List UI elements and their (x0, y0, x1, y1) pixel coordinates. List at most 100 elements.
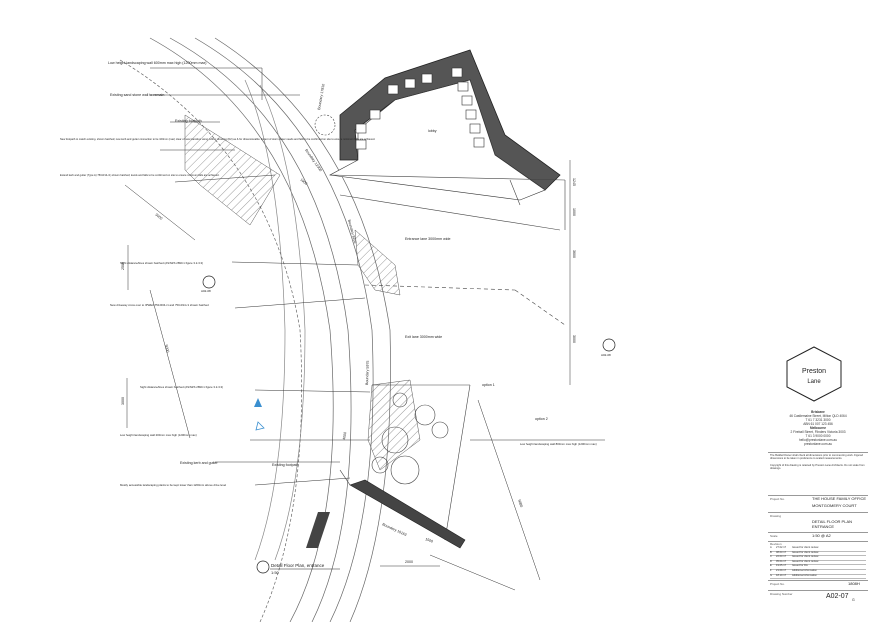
label-sight-distance-2: Sight distance/lines shown hatched (AS/N… (140, 385, 223, 389)
revision-cell: F (770, 569, 772, 572)
label-boundary-top: Boundary 17810 (317, 83, 326, 110)
label-option-2: option 2 (535, 417, 548, 421)
label-section-ref-1: A02-08 (201, 289, 211, 293)
drawing-revision: G (852, 598, 855, 602)
label-exit-lane: Exit lane 3000mm wide (405, 335, 442, 339)
revision-cell: E (770, 564, 772, 568)
revision-cell: Issued for client review (792, 559, 819, 563)
label-entrance-lane: Entrance lane 3000mm wide (405, 237, 451, 241)
office-addresses: Brisbane 46 Castlemaine Street, Milton Q… (789, 410, 847, 446)
landscaping-wall (306, 469, 466, 549)
label-existing-kerb: Existing kerb and gutter (180, 461, 219, 465)
revision-label: Revision (770, 542, 782, 546)
label-boundary-bottom: Boundary 10163 (382, 522, 408, 537)
revision-cell: Issued for client review (792, 550, 819, 554)
revision-cell: 22.03.17 (776, 555, 787, 559)
dim-3600: 3600 (572, 250, 576, 258)
dim-5680: 5680 (517, 499, 523, 508)
label-existing-sand-stone: Existing sand stone wall to remain (110, 93, 164, 97)
svg-text:Lane: Lane (807, 379, 821, 385)
revision-cell: B (770, 550, 772, 554)
leader-lines (150, 67, 605, 486)
project-label: Project No. (770, 497, 785, 501)
drawing-label: Drawing (770, 514, 782, 518)
label-boundary-mid: Boundary 8200 (347, 219, 357, 244)
driveway-lines (329, 174, 566, 541)
label-option-1: option 1 (482, 383, 495, 387)
label-new-driveway: New driveway cross over to IPWEA 750-R04… (110, 303, 209, 307)
label-extend-kerb: Extend kerb and gutter (Type A) 750-R14-… (60, 173, 220, 177)
revision-cell: 19.05.17 (776, 564, 787, 568)
drawing-no-label: Drawing Number (770, 592, 793, 596)
dimension-lines (124, 160, 571, 591)
lobby-building (329, 49, 561, 201)
label-existing-footpath: Existing footpath (175, 119, 202, 123)
dim-1500: 1500 (425, 537, 434, 543)
dim-1000: 1000 (572, 208, 576, 216)
copyright-note: The Builder/Owner shall check all dimens… (770, 454, 863, 460)
revision-row: E 19.05.17 Issued for DA (770, 564, 866, 570)
revision-cell: Additional information (792, 569, 817, 572)
landscaping-trees (314, 114, 449, 485)
dim-2500: 2500 (121, 262, 125, 270)
project-no-label: Project No. (770, 582, 785, 586)
revision-cell: 27.02.17 (776, 546, 787, 549)
revision-cell: Issued for client review (792, 546, 819, 549)
drawing-number: A02-07 (826, 593, 849, 600)
scale-value: 1:50 @ A2 (812, 533, 831, 538)
label-low-height-top: Low height landscaping wall 600mm max hi… (108, 61, 206, 65)
label-existing-footpath-2: Existing footpath (272, 463, 299, 467)
dim-3000-c: 3000 (572, 335, 576, 343)
preston-lane-logo: Preston Lane (783, 346, 845, 402)
detail-scale-text: 1:50 (271, 570, 280, 575)
revision-cell: G (770, 573, 773, 577)
hatched-footpath-areas (184, 114, 421, 471)
dim-5000: 5000 (164, 344, 170, 353)
revision-cell: A (770, 546, 772, 549)
dim-2000: 2000 (405, 560, 413, 564)
section-markers (202, 275, 616, 431)
revision-cell: Issued for client review (792, 555, 819, 559)
dim-3000-b: 3000 (121, 397, 125, 405)
label-boundary-low: Boundary 5975 (365, 361, 370, 386)
dim-3000-a: 3000 (154, 213, 163, 221)
label-boundary-left: Boundary 12300 (304, 148, 322, 172)
project-no: 1808H (848, 581, 860, 586)
title-block: Brisbane 46 Castlemaine Street, Milton Q… (768, 340, 868, 610)
scale-label: Scale (770, 534, 778, 538)
revision-cell: 08.03.17 (776, 550, 787, 554)
dim-1900: 1900 (299, 178, 308, 186)
dim-1245: 1245 (572, 178, 576, 186)
label-section-ref-2: A02-08 (601, 353, 611, 357)
revision-cell: Issued for DA (792, 564, 808, 568)
road-kerb-curves (119, 37, 391, 622)
label-sight-distance-1: Sight distance/lines shown hatched (AS/N… (120, 261, 203, 265)
drawing-title-2: ENTRANCE (812, 524, 835, 529)
label-mostly-landscaping: Mostly accessible landscaping plants to … (120, 483, 226, 487)
project-sub: MONTGOMERY COURT (812, 503, 857, 508)
label-lobby: lobby (428, 129, 437, 133)
revision-cell: D (770, 559, 772, 563)
label-new-footpath: New footpath to match existing. shown ha… (60, 137, 375, 141)
label-low-height-right: Low height landscaping wall 800mm max hi… (520, 442, 597, 446)
svg-text:Preston: Preston (802, 368, 826, 375)
label-low-height-lower: Low height landscaping wall 200mm max hi… (120, 433, 197, 437)
revision-cell: C (770, 555, 772, 559)
detail-title-text: Detail Floor Plan, entrance (271, 563, 325, 568)
revision-cell: Additional information (792, 573, 817, 577)
detail-title: Detail Floor Plan, entrance 1:50 (256, 560, 340, 575)
drawing-title: DETAIL FLOOR PLAN (812, 519, 853, 524)
revision-cell: 05.04.17 (776, 559, 787, 563)
dim-4000: 4000 (342, 432, 347, 441)
revision-cell: 18.10.17 (776, 573, 787, 577)
copyright-note-2: Copyright of this drawing is retained by… (770, 464, 865, 470)
project-name: THE HOUSE FAMILY OFFICE (812, 496, 867, 501)
revision-row: D 05.04.17 Issued for client review (770, 560, 866, 566)
revision-cell: 21.09.17 (776, 569, 787, 572)
